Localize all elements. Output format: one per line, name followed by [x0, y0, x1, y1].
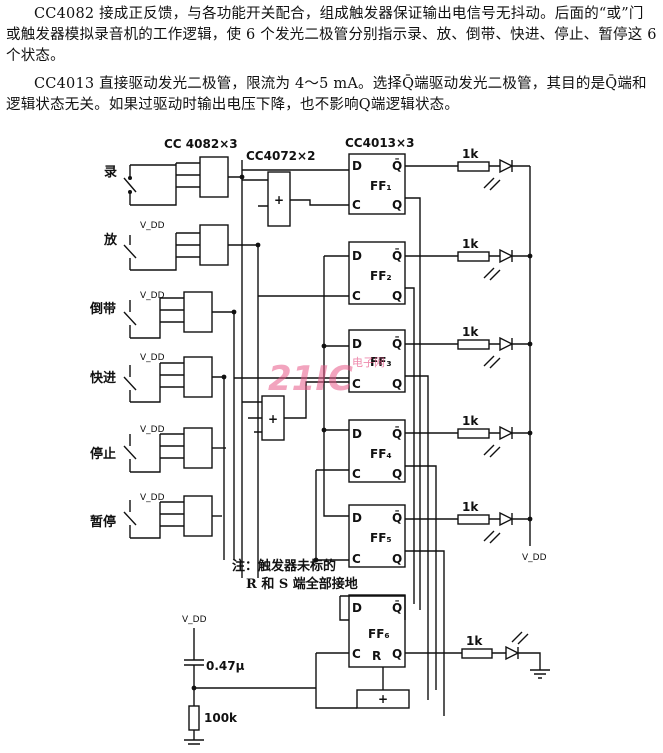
led-3: [483, 336, 530, 369]
resistor-6: [461, 648, 493, 659]
resistor-100k-label: 100k: [204, 711, 238, 725]
note-line-2: R 和 S 端全部接地: [246, 576, 358, 592]
and-gate-2: [199, 224, 229, 266]
ff3-q: Q: [392, 377, 402, 391]
ff5-qbar: Q̄: [392, 510, 402, 525]
watermark-logo: 21IC: [268, 359, 353, 399]
and-gate-4: [183, 356, 213, 398]
ff6-name: FF₆: [368, 627, 390, 641]
vdd-label-5: V_DD: [140, 493, 165, 503]
and-gate-5: [183, 427, 213, 469]
ff4-qbar: Q̄: [392, 426, 402, 441]
resistor-3: [457, 339, 490, 350]
vdd-label-4: V_DD: [140, 425, 165, 435]
ff6-qbar: Q̄: [392, 600, 402, 615]
ff3-qbar: Q̄: [392, 336, 402, 351]
switch-label-pause: 暂停: [90, 514, 116, 530]
ff1-name: FF₁: [370, 179, 392, 193]
capacitor-label: 0.47μ: [206, 659, 245, 673]
resistor-2: [457, 251, 490, 262]
or-symbol-1: +: [274, 193, 284, 207]
resistor-4: [457, 428, 490, 439]
ff4-name: FF₄: [370, 447, 392, 461]
description-paragraph-1: CC4082 接成正反馈，与各功能开关配合，组成触发器保证输出电信号无抖动。后面…: [6, 6, 657, 64]
ff1-d: D: [352, 159, 362, 173]
ff2-name: FF₂: [370, 269, 392, 283]
led-2: [483, 248, 530, 281]
resistor-label-3: 1k: [462, 325, 479, 339]
ff2-qbar: Q̄: [392, 248, 402, 263]
ff6-r: R: [372, 649, 381, 663]
resistor-label-5: 1k: [462, 500, 479, 514]
switch-label-stop: 停止: [90, 446, 116, 462]
ff6-q: Q: [392, 647, 402, 661]
switch-label-fastforward: 快进: [90, 370, 116, 386]
ff4-q: Q: [392, 467, 402, 481]
resistor-5: [457, 514, 490, 525]
resistor-label-4: 1k: [462, 414, 479, 428]
ff2-d: D: [352, 249, 362, 263]
note-line-1: 注：触发器未标的: [232, 558, 336, 574]
resistor-label-1: 1k: [462, 147, 479, 161]
flipflop-1: [348, 153, 406, 215]
ff5-name: FF₅: [370, 531, 392, 545]
resistor-1: [457, 161, 490, 172]
or-symbol-3: +: [378, 692, 388, 706]
flipflop-5: [348, 504, 406, 568]
ff2-q: Q: [392, 289, 402, 303]
resistor-label-6: 1k: [466, 634, 483, 648]
label-cc4072: CC4072×2: [246, 149, 315, 163]
ff1-q: Q: [392, 198, 402, 212]
switch-label-rewind: 倒带: [89, 301, 116, 317]
ff4-d: D: [352, 427, 362, 441]
vdd-right-label: V_DD: [522, 553, 547, 563]
ff5-c: C: [352, 552, 361, 566]
or-symbol-2: +: [268, 412, 278, 426]
vdd-label-1: V_DD: [140, 221, 165, 231]
ff1-c: C: [352, 198, 361, 212]
ff3-name: FF₃: [370, 355, 392, 369]
watermark-sub: 电子网: [352, 356, 385, 369]
ff3-d: D: [352, 337, 362, 351]
or-gate-1: [267, 171, 291, 227]
flipflop-6: [348, 594, 406, 668]
flipflop-3: [348, 329, 406, 393]
ff1-qbar: Q̄: [392, 158, 402, 173]
ff5-q: Q: [392, 552, 402, 566]
led-1: [483, 158, 530, 191]
flipflop-2: [348, 241, 406, 305]
ff6-c: C: [352, 647, 361, 661]
resistor-100k: [188, 705, 200, 731]
ff6-d: D: [352, 601, 362, 615]
description-paragraph-2: CC4013 直接驱动发光二极管，限流为 4～5 mA。选择Q̄端驱动发光二极管…: [6, 76, 647, 113]
vdd-left-label: V_DD: [182, 615, 207, 625]
switch-label-play: 放: [103, 232, 118, 248]
led-5: [483, 511, 530, 544]
vdd-label-2: V_DD: [140, 291, 165, 301]
and-gate-6: [183, 495, 213, 537]
flipflop-4: [348, 419, 406, 483]
resistor-label-2: 1k: [462, 237, 479, 251]
ff3-c: C: [352, 377, 361, 391]
label-cc4013: CC4013×3: [345, 136, 414, 150]
ff4-c: C: [352, 467, 361, 481]
and-gate-1: [199, 156, 229, 198]
label-cc4082: CC 4082×3: [164, 137, 238, 151]
and-gate-3: [183, 291, 213, 333]
switch-label-record: 录: [104, 165, 117, 180]
led-6: [505, 631, 541, 670]
led-4: [483, 425, 530, 458]
ff2-c: C: [352, 289, 361, 303]
vdd-label-3: V_DD: [140, 353, 165, 363]
ff5-d: D: [352, 511, 362, 525]
